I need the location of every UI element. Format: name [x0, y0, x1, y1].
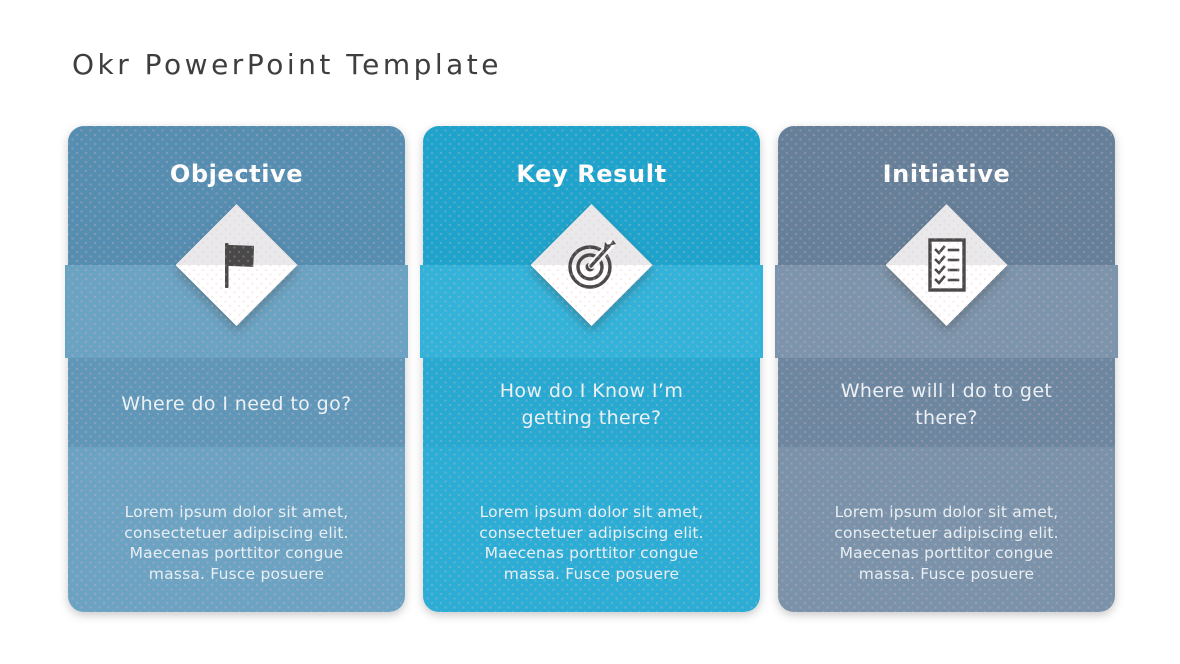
question-text: How do I Know I’m getting there? [499, 379, 684, 429]
card-header-label: Initiative [882, 160, 1011, 188]
diamond-badge [530, 204, 653, 326]
checklist-icon [927, 238, 966, 292]
card-body: Lorem ipsum dolor sit amet, consectetuer… [423, 447, 760, 612]
cards-row: Objective Where do I need to go? Lorem i… [65, 126, 1118, 612]
flag-icon [224, 243, 254, 288]
slide-title: Okr PowerPoint Template [72, 48, 503, 81]
body-text: Lorem ipsum dolor sit amet, consectetuer… [124, 503, 349, 583]
question-text: Where do I need to go? [121, 393, 352, 415]
card-header-label: Key Result [516, 160, 667, 188]
card-body: Lorem ipsum dolor sit amet, consectetuer… [778, 447, 1115, 612]
card-objective: Objective Where do I need to go? Lorem i… [65, 126, 408, 612]
card-body: Lorem ipsum dolor sit amet, consectetuer… [68, 447, 405, 612]
card-header-label: Objective [169, 160, 304, 188]
card-question-strip: Where will I do to get there? [778, 358, 1115, 447]
card-question-strip: Where do I need to go? [68, 358, 405, 447]
diamond-badge [175, 204, 298, 326]
diamond-badge [885, 204, 1008, 326]
question-text: Where will I do to get there? [840, 379, 1053, 429]
body-text: Lorem ipsum dolor sit amet, consectetuer… [834, 503, 1059, 583]
body-text: Lorem ipsum dolor sit amet, consectetuer… [479, 503, 704, 583]
target-icon [567, 240, 616, 289]
card-question-strip: How do I Know I’m getting there? [423, 358, 760, 447]
card-initiative: Initiative Where will I do to get there?… [775, 126, 1118, 612]
card-key-result: Key Result How do I Know I’m getting the… [420, 126, 763, 612]
